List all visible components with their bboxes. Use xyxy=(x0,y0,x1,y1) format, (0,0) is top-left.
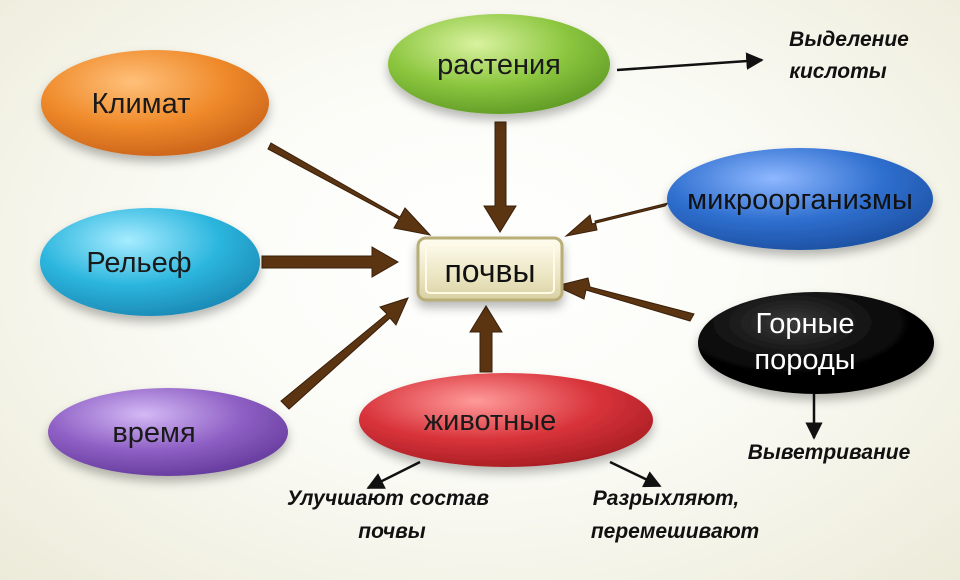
label-plants: растения xyxy=(437,49,561,81)
node-time: время xyxy=(48,388,288,476)
ellipse-animals xyxy=(359,373,653,467)
label-relief: Рельеф xyxy=(86,247,191,279)
influence-arrows xyxy=(261,121,695,410)
node-animals: животные xyxy=(359,373,653,467)
node-climate: Климат xyxy=(41,50,269,156)
center-box-inner xyxy=(425,244,555,294)
note-improve-line1: Улучшают состав xyxy=(287,487,489,510)
note-weathering: Выветривание xyxy=(748,441,911,464)
node-plants: растения xyxy=(388,14,610,114)
label-rocks-line2: породы xyxy=(754,344,855,376)
arrow-animals-to-loosen xyxy=(609,460,662,488)
note-weathering-line1: Выветривание xyxy=(748,441,911,464)
node-rocks: Горные породы xyxy=(698,292,934,394)
ellipse-climate xyxy=(41,50,269,156)
center-box xyxy=(416,236,564,302)
note-loosen-line2: перемешивают xyxy=(591,520,759,543)
arrow-animals-to-soil xyxy=(469,305,503,373)
label-rocks-line1: Горные xyxy=(755,308,854,340)
arrow-microorganisms-to-soil xyxy=(564,202,670,237)
node-soil-center: почвы xyxy=(416,236,564,302)
arrow-rocks-to-soil xyxy=(554,277,695,322)
effect-arrows xyxy=(366,52,823,490)
note-improve-line2: почвы xyxy=(358,520,426,543)
arrow-time-to-soil xyxy=(280,297,409,410)
arrow-animals-to-improve xyxy=(366,460,421,490)
arrow-climate-to-soil xyxy=(267,142,432,236)
arrow-plants-to-soil xyxy=(483,121,517,233)
ellipse-plants xyxy=(388,14,610,114)
ellipse-microorganisms xyxy=(667,148,933,250)
label-center: почвы xyxy=(444,253,535,289)
ellipse-time xyxy=(48,388,288,476)
note-loosen-line1: Разрыхляют, xyxy=(593,487,739,510)
note-loosen: Разрыхляют, перемешивают xyxy=(591,487,759,543)
note-acid-line1: Выделение xyxy=(789,28,909,51)
note-acid-line2: кислоты xyxy=(789,60,886,83)
arrow-plants-to-acid xyxy=(616,52,764,72)
label-time: время xyxy=(112,417,195,449)
ellipse-rocks xyxy=(698,292,934,394)
label-animals: животные xyxy=(424,405,556,437)
ellipse-relief xyxy=(40,208,260,316)
label-climate: Климат xyxy=(92,88,191,120)
label-microorganisms: микроорганизмы xyxy=(687,184,913,216)
arrow-relief-to-soil xyxy=(261,246,400,278)
node-relief: Рельеф xyxy=(40,208,260,316)
note-improve: Улучшают состав почвы xyxy=(287,487,489,543)
node-microorganisms: микроорганизмы xyxy=(667,148,933,250)
note-acid: Выделение кислоты xyxy=(789,28,909,83)
